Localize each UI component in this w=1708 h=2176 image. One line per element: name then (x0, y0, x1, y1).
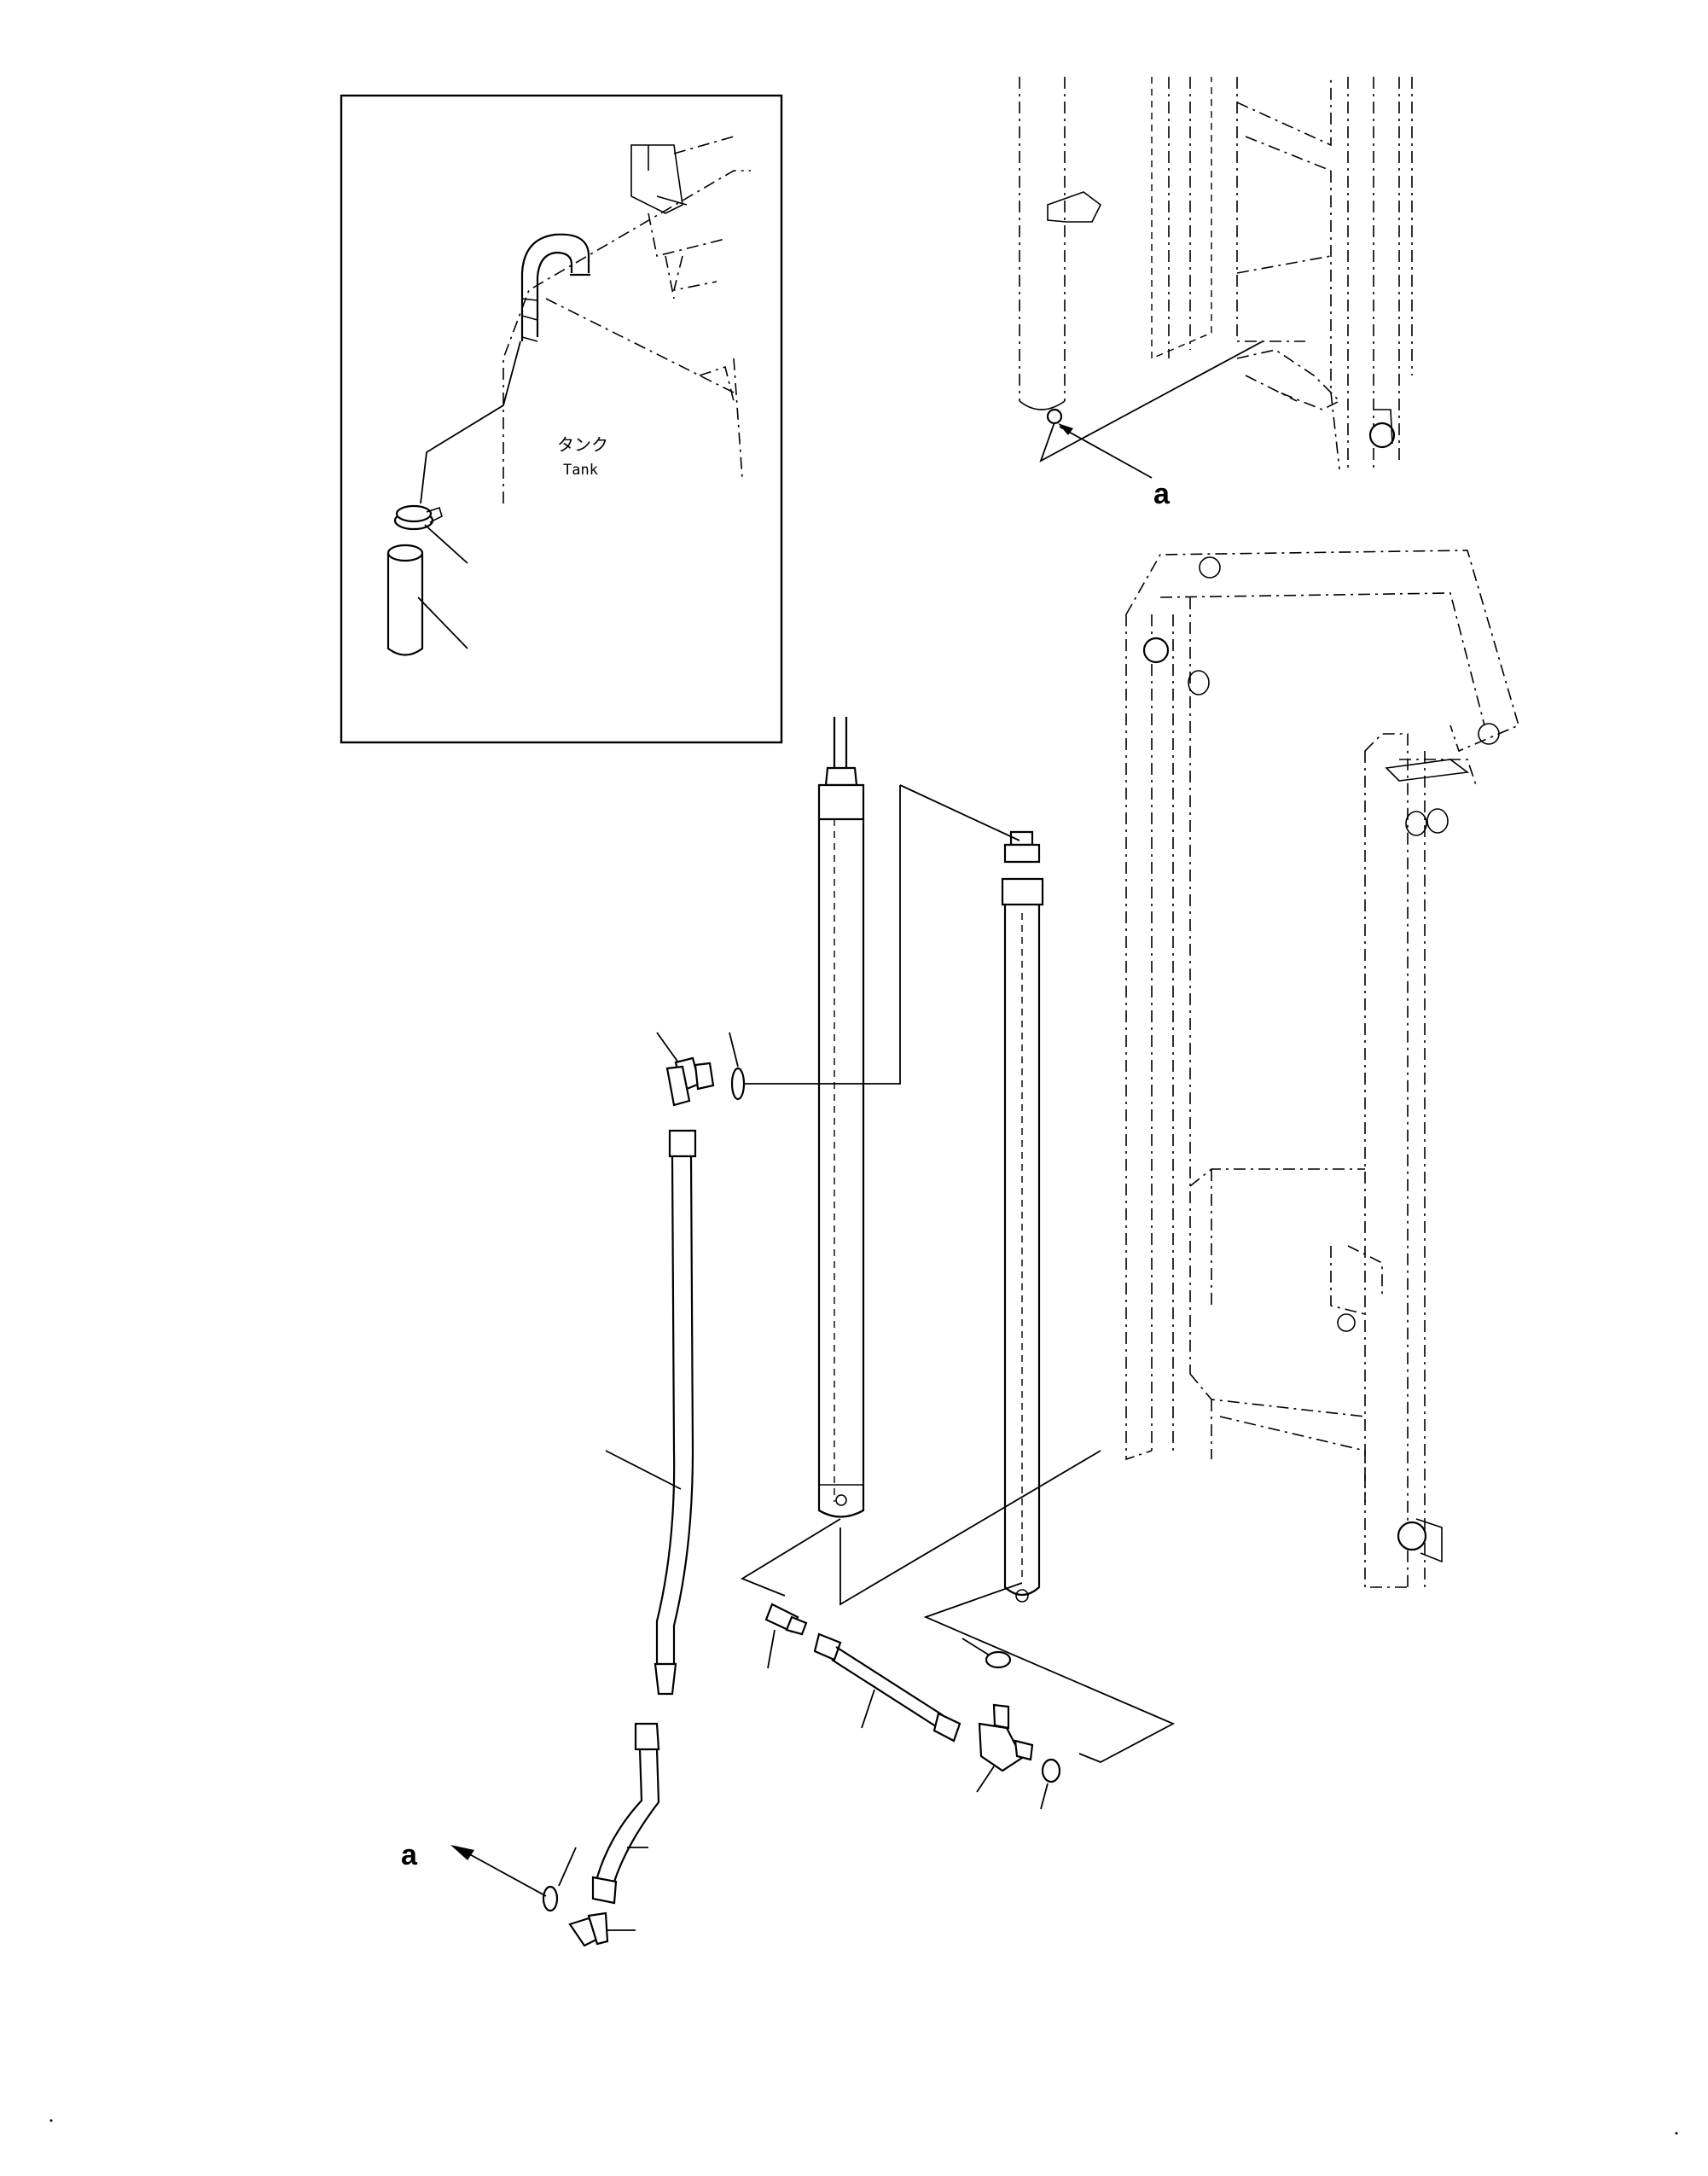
plug-disc-upper (730, 1067, 746, 1101)
tank-outline (503, 136, 751, 503)
elbow-fitting-lower (568, 1911, 609, 1947)
hydraulic-hose-lower (591, 1722, 660, 1905)
o-ring-upper-leader (961, 1638, 991, 1656)
plug-upper-leader (729, 1032, 739, 1068)
tank-label-jp: タンク (557, 434, 608, 455)
bottom-frame-left (740, 1518, 841, 1597)
plug-disc-lower (542, 1885, 559, 1912)
mast-frame (1125, 550, 1519, 1588)
filler-neck-hose (520, 233, 590, 342)
sleeve-leader (417, 596, 468, 649)
outer-mast-top-view: a (1019, 77, 1413, 510)
lift-cylinder-left (817, 717, 865, 1518)
scan-speck-right (1675, 2132, 1678, 2135)
o-ring-lower (1041, 1758, 1061, 1783)
bottom-frame-box (923, 1582, 1176, 1763)
scan-speck-left (49, 2119, 53, 2122)
tank-label-en: Tank (563, 462, 598, 479)
ref-letter-a-main: a (401, 1839, 418, 1871)
plug-lower-leader (558, 1847, 577, 1887)
pipe-tube (813, 1632, 961, 1743)
lift-cylinder-right (1001, 830, 1044, 1603)
elbow-fitting-upper (665, 1056, 715, 1107)
leader-top-cylinder (899, 784, 1020, 841)
bottom-frame-right (839, 1450, 1101, 1606)
inset-frame (340, 94, 783, 744)
hose-clamp (393, 504, 443, 531)
tee-leader (976, 1766, 995, 1793)
arrow-to-a (464, 1851, 547, 1897)
elbow-upper-leader (656, 1032, 679, 1063)
tank-detail-inset: タンク Tank (340, 94, 783, 744)
tube-leader (861, 1689, 875, 1729)
long-hose-leader (605, 1450, 682, 1490)
o-ring-lower-leader (1040, 1783, 1049, 1810)
tee-fitting (978, 1703, 1034, 1772)
leader-top-vertical (742, 785, 901, 1085)
hose-sleeve (386, 544, 424, 656)
hydraulic-hose-long (654, 1129, 697, 1696)
o-ring-upper (985, 1650, 1012, 1669)
straight-connector (764, 1603, 808, 1636)
connector-leader (767, 1629, 776, 1669)
ref-letter-a-top: a (1153, 478, 1171, 510)
clamp-leader (424, 524, 468, 564)
